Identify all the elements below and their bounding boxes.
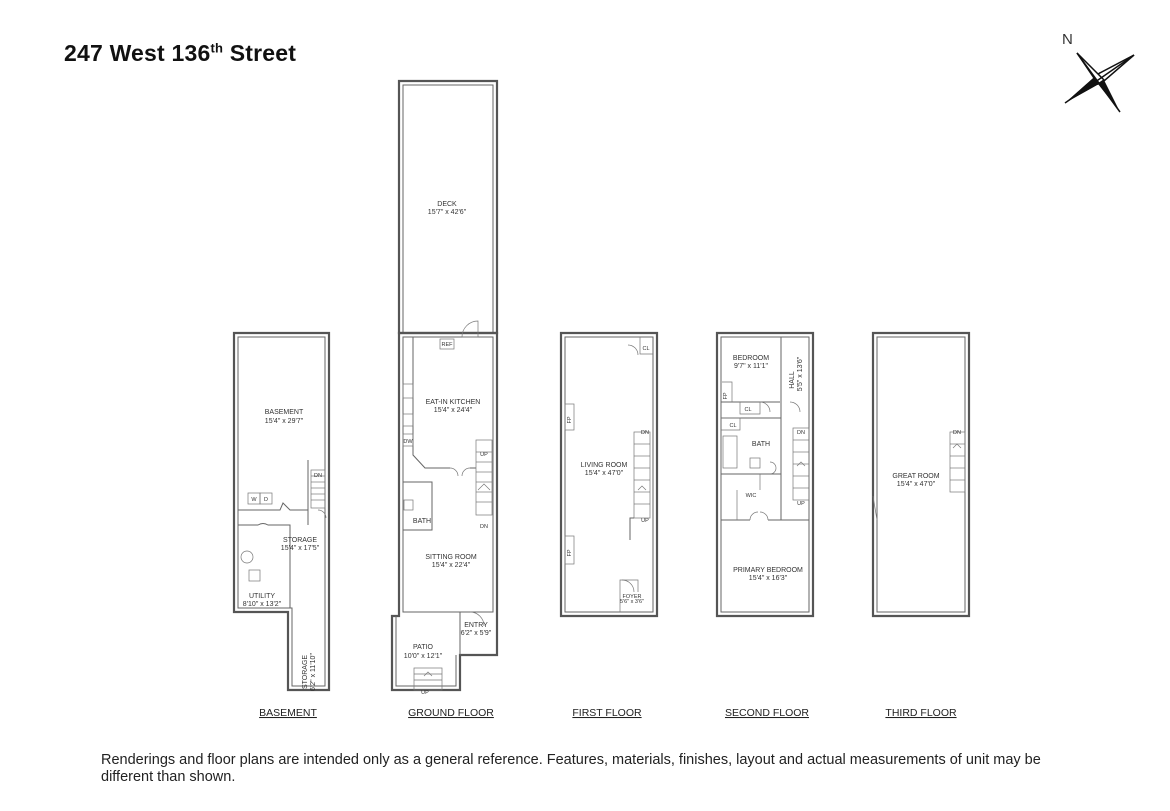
room-dims: 8'10" x 13'2" (243, 601, 282, 608)
room-name: ENTRY (464, 622, 488, 629)
fireplace-label: FP (567, 416, 573, 423)
room-name: EAT-IN KITCHEN (426, 399, 481, 406)
fireplace-label: FP (723, 392, 729, 399)
refrigerator-label: REF (442, 342, 454, 348)
room-dims: 15'4" x 16'3" (749, 575, 788, 582)
room-name: PRIMARY BEDROOM (733, 567, 803, 574)
room-name: BATH (752, 441, 770, 448)
room-name: LIVING ROOM (581, 462, 628, 469)
stair-up-label: UP (797, 501, 805, 507)
room-dims: 15'7" x 42'6" (428, 209, 467, 216)
room-name: WIC (746, 493, 757, 499)
room-name: GREAT ROOM (892, 473, 939, 480)
first-floor-plan: LIVING ROOM 15'4" x 47'0" FOYER 5'6" x 3… (559, 331, 659, 719)
room-name: BEDROOM (733, 355, 769, 362)
stair-up-label: UP (641, 518, 649, 524)
closet-label: CL (729, 423, 736, 429)
room-name: STORAGE (302, 655, 309, 689)
room-dims: 15'4" x 47'0" (585, 470, 624, 477)
disclaimer-text: Renderings and floor plans are intended … (101, 752, 1041, 785)
title-suffix: Street (223, 40, 297, 66)
room-name: SITTING ROOM (425, 554, 477, 561)
room-dims: 5'5" x 13'6" (797, 356, 804, 391)
room-dims: 9'7" x 11'1" (734, 363, 768, 370)
title-superscript: th (210, 40, 224, 56)
third-floor-plan: GREAT ROOM 15'4" x 47'0" DN THIRD FLOOR (871, 331, 971, 719)
room-dims: 6'2" x 11'10" (310, 653, 317, 691)
compass-north-label: N (1062, 31, 1073, 48)
stair-up-label: UP (480, 452, 488, 458)
stair-down-label: DN (641, 430, 649, 436)
second-floor-plan: BEDROOM 9'7" x 11'1" HALL 5'5" x 13'6" B… (715, 331, 815, 719)
room-name: BASEMENT (265, 409, 304, 416)
room-name: HALL (789, 371, 796, 389)
room-dims: 15'4" x 29'7" (265, 418, 304, 425)
room-name: PATIO (413, 644, 434, 651)
basement-plan: BASEMENT 15'4" x 29'7" STORAGE 15'4" x 1… (232, 331, 331, 719)
closet-label: CL (744, 407, 751, 413)
stair-down-label: DN (480, 524, 488, 530)
stair-down-label: DN (953, 430, 961, 436)
compass-rose-icon: N (1062, 31, 1135, 113)
room-dims: 6'2" x 5'9" (461, 630, 492, 637)
title-text: 247 West 136 (64, 40, 211, 66)
dishwasher-label: DW (403, 439, 413, 445)
closet-label: CL (642, 346, 649, 352)
stair-down-label: DN (797, 430, 805, 436)
room-dims: 15'4" x 22'4" (432, 562, 471, 569)
floor-label-third: THIRD FLOOR (885, 707, 957, 719)
room-name: UTILITY (249, 593, 275, 600)
room-name: DECK (437, 201, 457, 208)
dryer-label: D (264, 497, 268, 503)
floor-label-basement: BASEMENT (259, 707, 317, 719)
room-dims: 10'0" x 12'1" (404, 653, 443, 660)
page-title: 247 West 136th Street (64, 40, 296, 67)
ground-floor-plan: DECK 15'7" x 42'6" EAT-IN KITCHEN 15'4" … (390, 79, 499, 719)
room-dims: 15'4" x 17'5" (281, 545, 320, 552)
patio-stair-up-label: UP (421, 690, 429, 696)
stair-down-label: DN (314, 473, 322, 479)
floor-label-first: FIRST FLOOR (572, 707, 642, 719)
room-name: FOYER (623, 594, 642, 600)
room-name: STORAGE (283, 537, 317, 544)
floor-label-ground: GROUND FLOOR (408, 707, 494, 719)
room-dims: 5'6" x 3'6" (620, 599, 644, 605)
fireplace-label: FP (567, 549, 573, 556)
washer-label: W (251, 497, 257, 503)
room-dims: 15'4" x 47'0" (897, 481, 936, 488)
room-name: BATH (413, 518, 431, 525)
floor-label-second: SECOND FLOOR (725, 707, 809, 719)
room-dims: 15'4" x 24'4" (434, 407, 473, 414)
